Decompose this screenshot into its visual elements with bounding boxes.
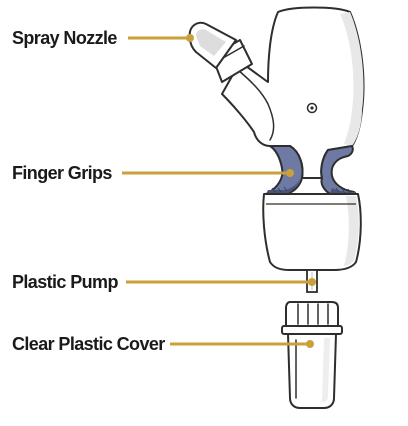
label-finger-grips: Finger Grips (12, 163, 112, 183)
leader-finger-grips (122, 169, 294, 177)
finger-grip-left (265, 145, 304, 195)
finger-grip-right (320, 144, 359, 195)
label-spray-nozzle: Spray Nozzle (12, 28, 117, 48)
leader-plastic-pump (126, 278, 316, 286)
label-clear-plastic-cover: Clear Plastic Cover (12, 334, 165, 354)
body-vent-dot (306, 102, 318, 114)
label-plastic-pump: Plastic Pump (12, 272, 118, 292)
device-lower-body (262, 193, 362, 271)
leader-spray-nozzle (128, 34, 194, 42)
spray-nozzle-tip (188, 21, 237, 69)
leader-clear-plastic-cover (170, 340, 314, 348)
clear-plastic-cover (281, 301, 343, 409)
